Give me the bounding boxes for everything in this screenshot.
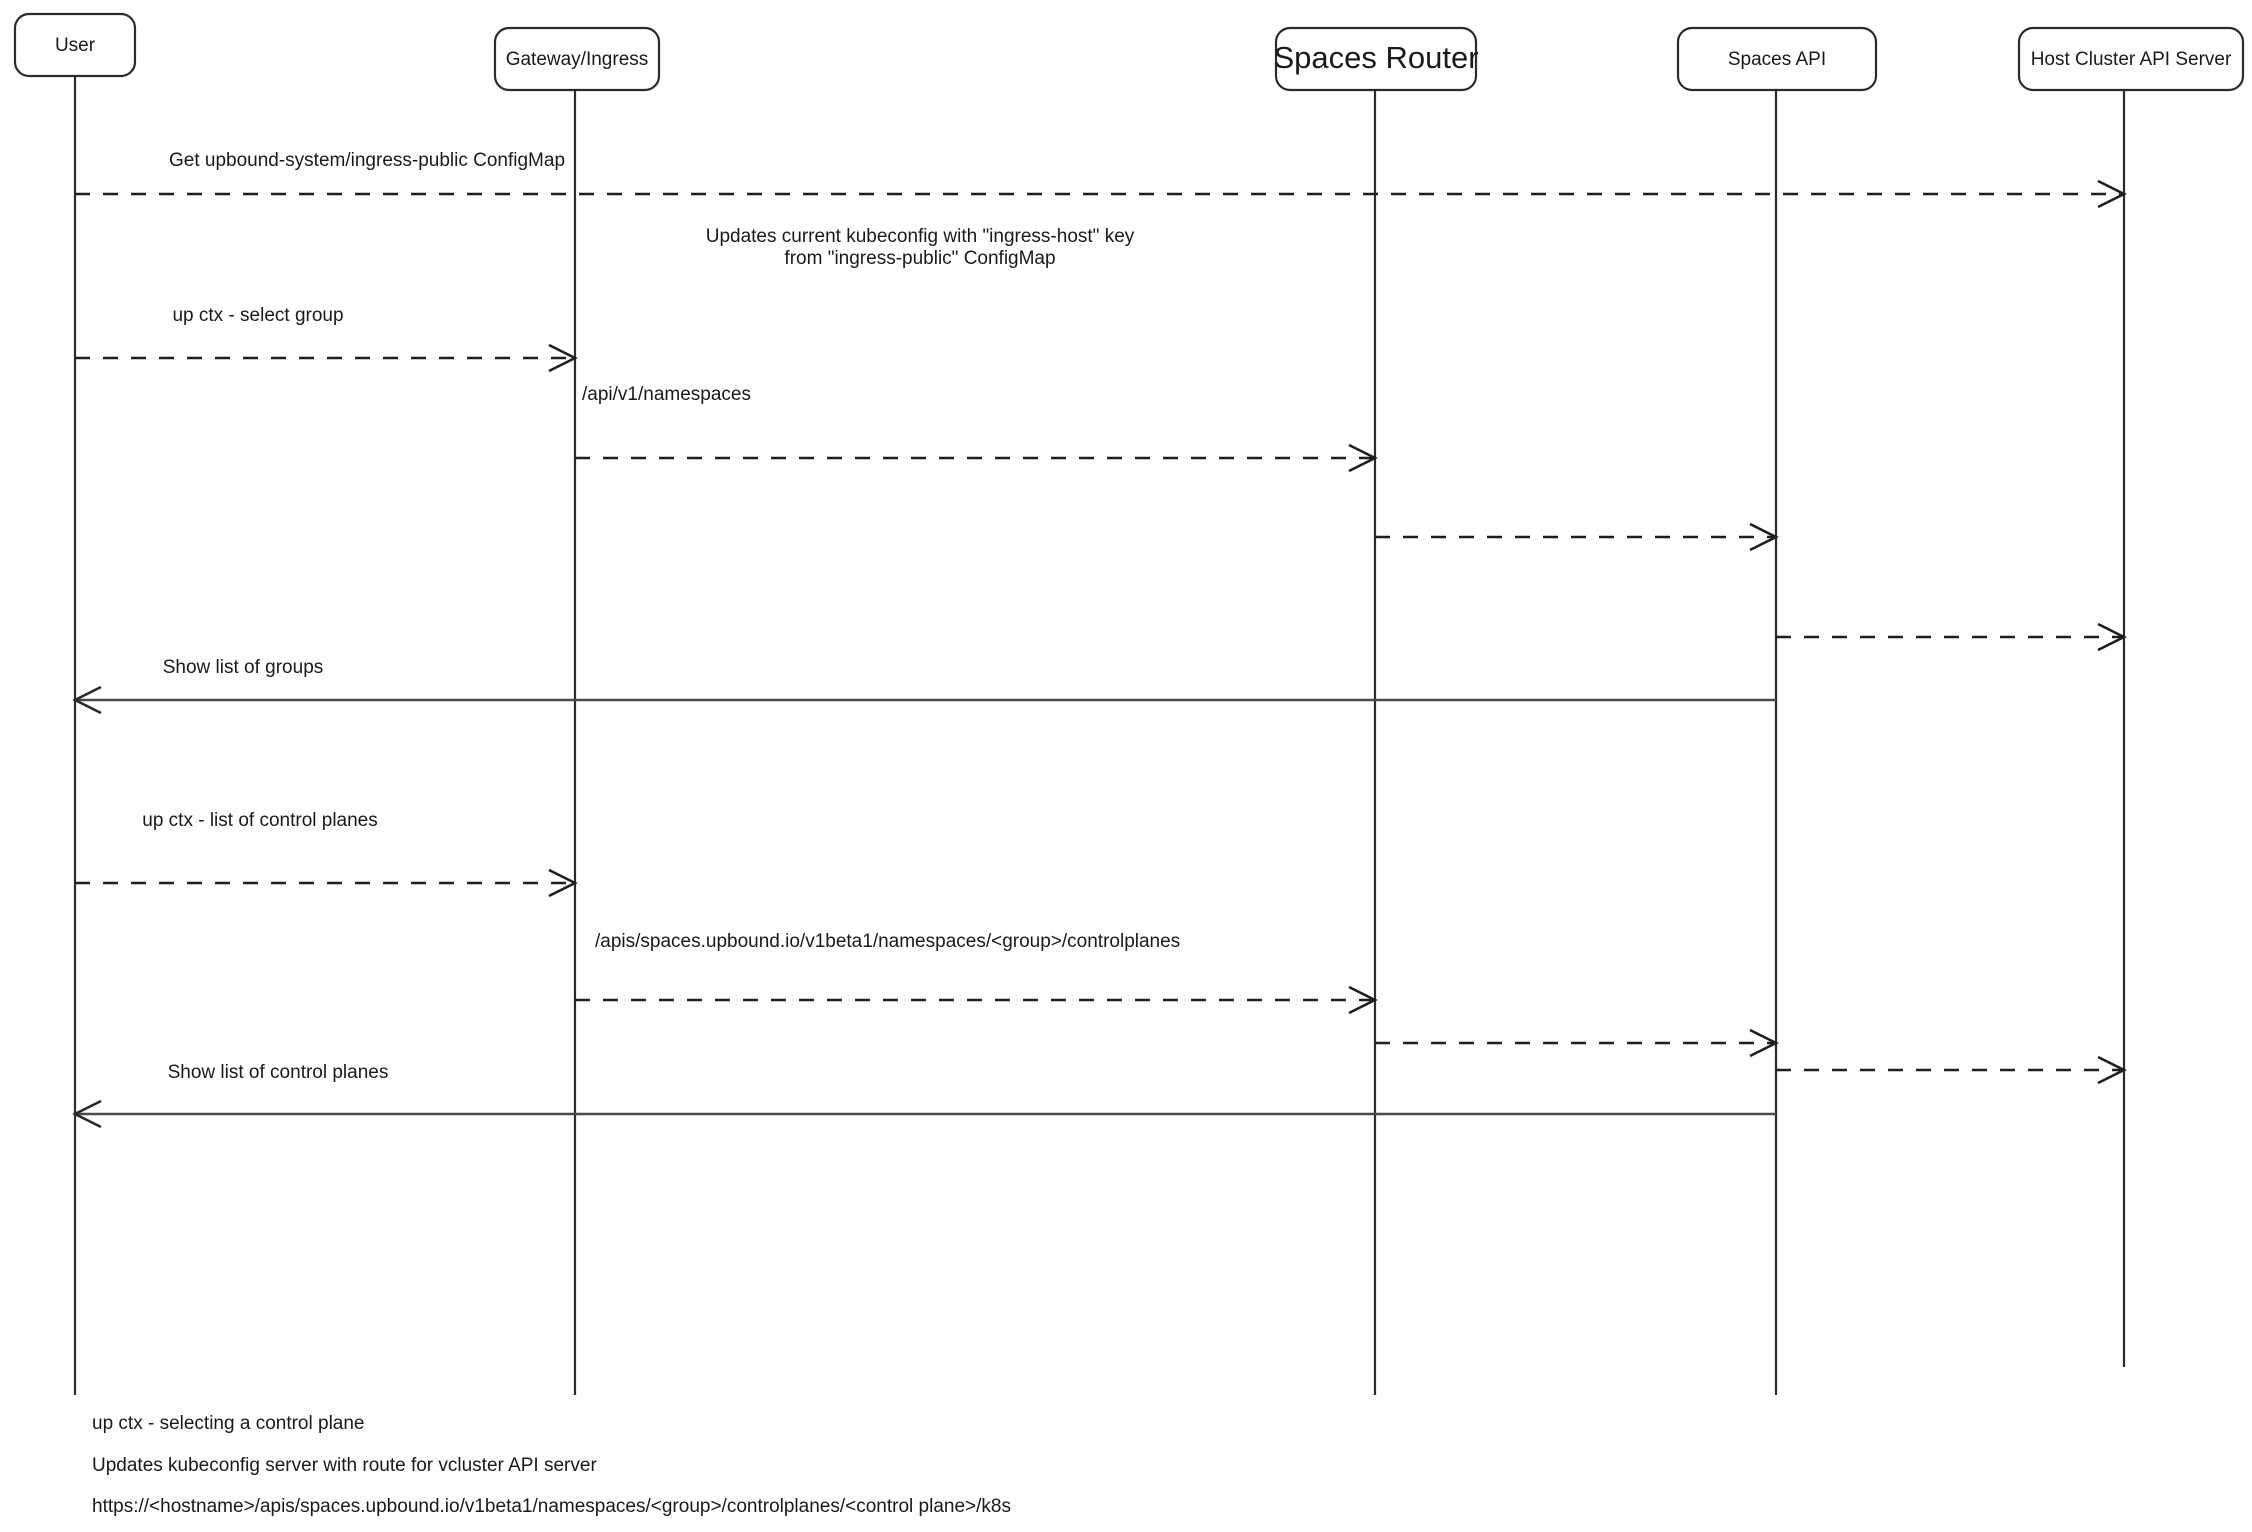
message-label-m9: /apis/spaces.upbound.io/v1beta1/namespac… [595, 931, 1180, 952]
message-m10[interactable] [1375, 1028, 1779, 1058]
actor-label-spaces-api: Spaces API [1728, 49, 1826, 70]
message-m11[interactable] [1776, 1055, 2127, 1085]
actor-user[interactable]: User [13, 12, 137, 78]
actor-spaces-router[interactable]: Spaces Router [1273, 26, 1479, 92]
note-n1: up ctx - selecting a control plane [92, 1413, 365, 1434]
arrow-head [1749, 522, 1779, 552]
actor-gateway[interactable]: Gateway/Ingress [493, 26, 661, 92]
note-n3: https://<hostname>/apis/spaces.upbound.i… [92, 1496, 1011, 1517]
arrow-head [2097, 179, 2127, 209]
message-note-m2-line-1: from "ingress-public" ConfigMap [784, 248, 1055, 269]
actor-spaces-api[interactable]: Spaces API [1676, 26, 1878, 92]
arrow-head [2097, 1055, 2127, 1085]
actor-box-spaces-router[interactable] [1274, 26, 1478, 92]
message-labels-layer: Get upbound-system/ingress-public Config… [142, 150, 1180, 1083]
message-m6[interactable] [1776, 622, 2127, 652]
arrow-head [1348, 985, 1378, 1015]
arrow-head [548, 343, 578, 373]
notes-layer: up ctx - selecting a control planeUpdate… [92, 1413, 1011, 1517]
message-m4[interactable] [575, 443, 1378, 473]
message-m8[interactable] [75, 868, 578, 898]
message-label-m1: Get upbound-system/ingress-public Config… [169, 150, 565, 171]
message-note-m2-line-0: Updates current kubeconfig with "ingress… [706, 226, 1135, 247]
arrow-head [72, 1099, 102, 1129]
message-m3[interactable] [75, 343, 578, 373]
message-m9[interactable] [575, 985, 1378, 1015]
actor-label-user: User [55, 35, 96, 56]
arrow-head [1348, 443, 1378, 473]
messages-layer [72, 179, 2127, 1129]
arrow-head [72, 685, 102, 715]
note-n2: Updates kubeconfig server with route for… [92, 1455, 597, 1476]
actor-label-host-api: Host Cluster API Server [2031, 49, 2232, 70]
actor-label-gateway: Gateway/Ingress [506, 49, 649, 70]
message-label-m3: up ctx - select group [172, 305, 343, 326]
message-m5[interactable] [1375, 522, 1779, 552]
arrow-head [548, 868, 578, 898]
message-m12[interactable] [72, 1099, 1776, 1129]
message-m7[interactable] [72, 685, 1776, 715]
message-label-m8: up ctx - list of control planes [142, 810, 378, 831]
lifelines-layer [73, 76, 2126, 1395]
message-m1[interactable] [75, 179, 2127, 209]
message-label-m7: Show list of groups [163, 657, 324, 678]
actor-box-spaces-api[interactable] [1676, 26, 1878, 92]
message-label-m12: Show list of control planes [168, 1062, 389, 1083]
actor-box-gateway[interactable] [493, 26, 661, 92]
actor-box-user[interactable] [13, 12, 137, 78]
actor-label-spaces-router: Spaces Router [1273, 40, 1478, 75]
actor-host-api[interactable]: Host Cluster API Server [2017, 26, 2245, 92]
arrow-head [1749, 1028, 1779, 1058]
message-label-m4: /api/v1/namespaces [582, 384, 751, 405]
arrow-head [2097, 622, 2127, 652]
actor-box-host-api[interactable] [2017, 26, 2245, 92]
